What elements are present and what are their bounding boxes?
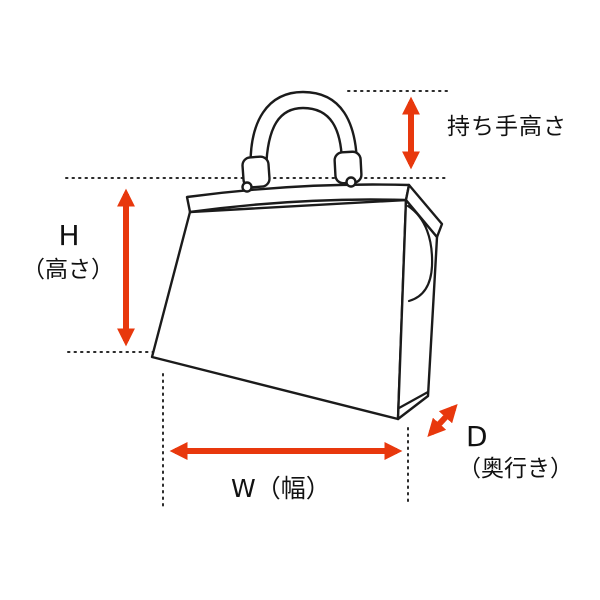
height-caption-label: （高さ） bbox=[22, 257, 114, 283]
bag-clasp-knob-right bbox=[345, 176, 357, 188]
handle-height-label: 持ち手高さ bbox=[447, 114, 567, 140]
width-label: W（幅） bbox=[231, 474, 331, 503]
bag-handle-tab-left bbox=[241, 155, 271, 189]
depth-letter-label: D bbox=[466, 420, 488, 453]
dimension-arrows bbox=[117, 96, 458, 460]
bag-side-gusset bbox=[396, 198, 439, 421]
depth-arrow bbox=[427, 404, 458, 437]
bag-side-flap-seam bbox=[406, 204, 434, 303]
bag-frame-side bbox=[404, 183, 444, 239]
bag-bottom-seam bbox=[397, 390, 430, 410]
height-letter-label: H bbox=[58, 219, 80, 252]
depth-caption-label: （奥行き） bbox=[458, 456, 573, 482]
bag-clasp-knob-left bbox=[241, 181, 253, 193]
guide-lines bbox=[65, 90, 450, 507]
bag-front-panel bbox=[150, 198, 408, 421]
handbag-illustration bbox=[150, 90, 444, 421]
